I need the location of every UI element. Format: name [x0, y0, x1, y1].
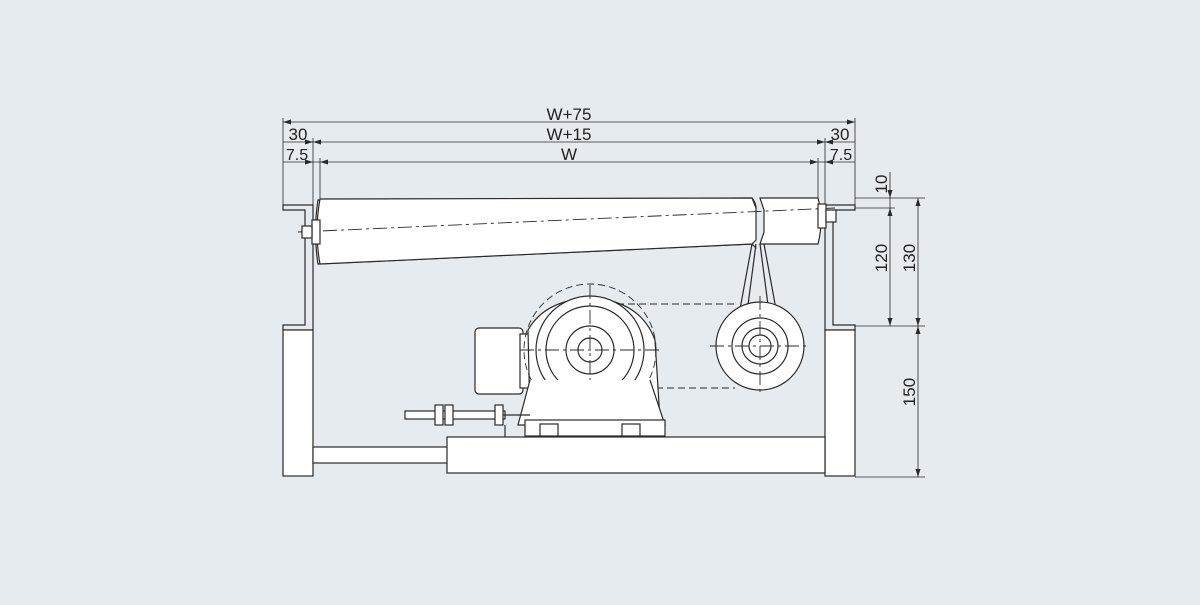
tapered-roller [297, 197, 837, 265]
dim-left-inner: 7.5 [286, 147, 308, 164]
dim-left-outer: 30 [289, 125, 308, 144]
gear-motor [474, 283, 666, 437]
right-side-bracket [824, 204, 856, 477]
tension-bolt [404, 404, 530, 437]
base-channel [446, 436, 826, 474]
dim-right-inner: 7.5 [830, 147, 852, 164]
dim-roller-height: 120 [872, 244, 891, 272]
right-dimensions [855, 172, 925, 478]
dim-roller-width: W [561, 145, 577, 164]
dim-frame-width: W+15 [547, 125, 592, 144]
dim-overall-width: W+75 [547, 105, 592, 124]
driven-pulley [710, 296, 810, 396]
left-side-bracket [282, 204, 314, 477]
dim-right-outer: 30 [831, 125, 850, 144]
dim-top-gap: 10 [872, 175, 891, 194]
left-cross-bar [312, 446, 449, 464]
dim-frame-height: 150 [900, 378, 919, 406]
top-dimensions [282, 118, 856, 205]
dim-roller-to-frame: 130 [900, 244, 919, 272]
